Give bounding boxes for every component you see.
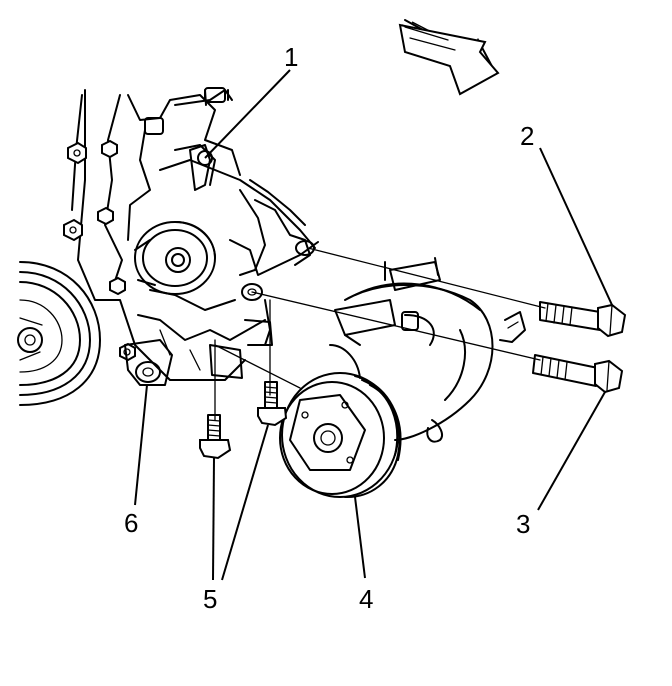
idler-pulley <box>134 221 216 295</box>
rear-bracket <box>124 339 173 386</box>
compressor-long-bolt-upper <box>539 301 627 338</box>
callout-2: 2 <box>520 121 534 151</box>
callout-6: 6 <box>124 508 138 538</box>
callout-leaders <box>134 69 613 581</box>
direction-arrow-icon <box>398 19 500 96</box>
callout-4: 4 <box>359 584 373 614</box>
crankshaft-pulley <box>17 261 101 406</box>
compressor-vertical-bolt-left <box>199 414 232 460</box>
callout-3: 3 <box>516 509 530 539</box>
compressor-long-bolt-lower <box>532 354 624 394</box>
compressor-vertical-bolt-right <box>257 381 288 427</box>
engine-mount-nuts <box>63 94 136 362</box>
callout-5: 5 <box>203 584 217 614</box>
compressor-clutch-pulley <box>279 372 402 499</box>
callout-1: 1 <box>284 42 298 72</box>
ac-compressor <box>329 257 526 443</box>
compressor-mounting-bracket <box>189 144 315 379</box>
engine-front-cover <box>77 87 319 381</box>
